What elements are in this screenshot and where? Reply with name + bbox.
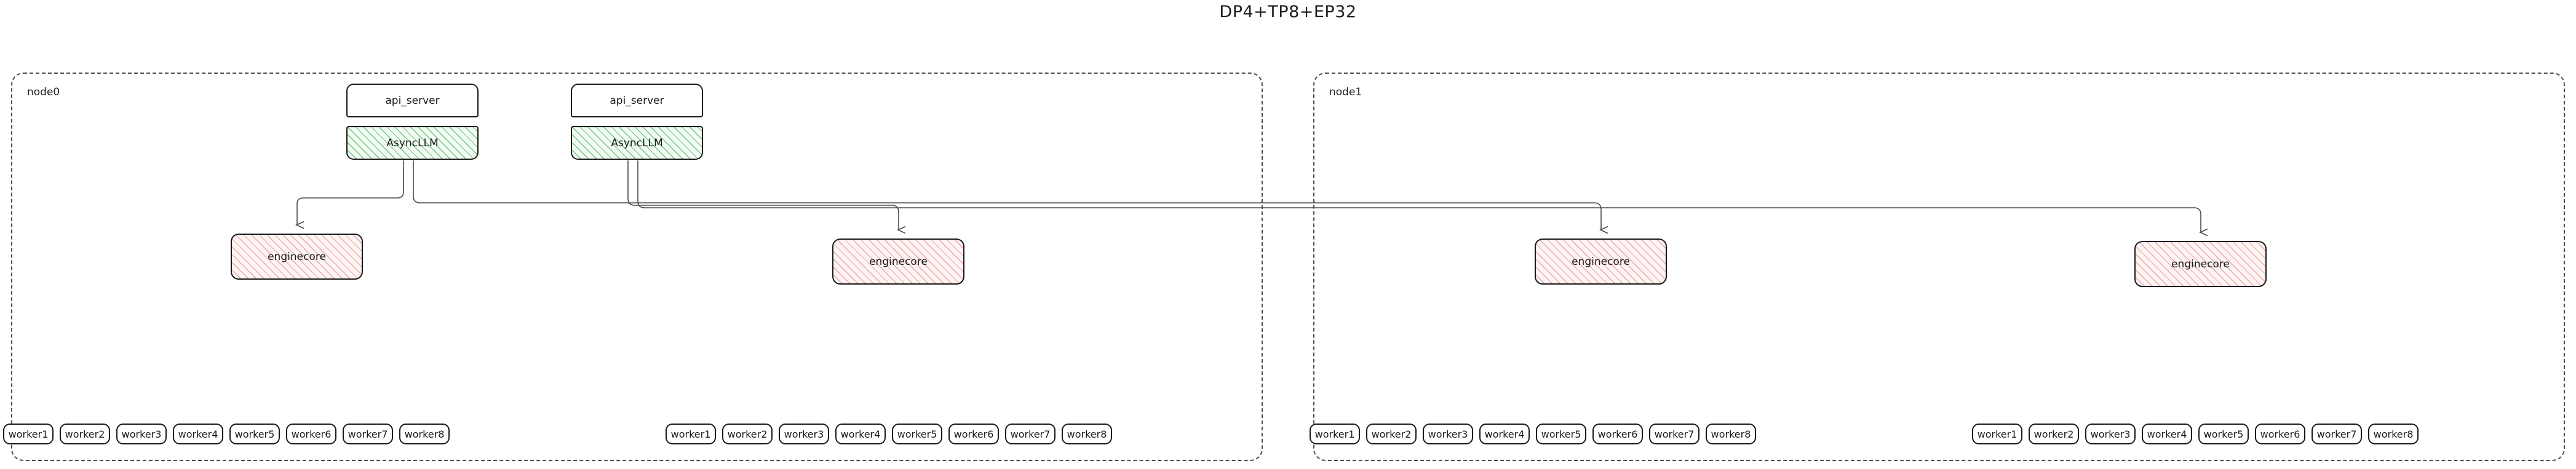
node-cluster-node1 [1313, 73, 2565, 461]
enginecore-box[interactable]: enginecore [2134, 241, 2267, 287]
worker-box[interactable]: worker2 [2029, 424, 2079, 444]
worker-box[interactable]: worker3 [1423, 424, 1473, 444]
worker-box[interactable]: worker1 [3, 424, 54, 444]
worker-box[interactable]: worker8 [399, 424, 450, 444]
asyncllm-box[interactable]: AsyncLLM [571, 126, 703, 160]
enginecore-box[interactable]: enginecore [832, 238, 964, 285]
worker-box[interactable]: worker1 [1310, 424, 1360, 444]
worker-box[interactable]: worker5 [1536, 424, 1586, 444]
asyncllm-box[interactable]: AsyncLLM [346, 126, 479, 160]
enginecore-box[interactable]: enginecore [1535, 238, 1667, 285]
worker-box[interactable]: worker3 [779, 424, 829, 444]
worker-box[interactable]: worker7 [1005, 424, 1055, 444]
worker-box[interactable]: worker4 [1479, 424, 1530, 444]
node-cluster-node0 [11, 73, 1263, 461]
worker-box[interactable]: worker4 [173, 424, 223, 444]
worker-box[interactable]: worker8 [1062, 424, 1112, 444]
worker-box[interactable]: worker2 [60, 424, 110, 444]
worker-box[interactable]: worker4 [835, 424, 886, 444]
node-label-node0: node0 [27, 86, 60, 98]
worker-box[interactable]: worker1 [1972, 424, 2022, 444]
api-server-box[interactable]: api_server [571, 84, 703, 117]
worker-box[interactable]: worker7 [343, 424, 393, 444]
api-server-box[interactable]: api_server [346, 84, 479, 117]
worker-box[interactable]: worker7 [1649, 424, 1699, 444]
worker-box[interactable]: worker2 [1366, 424, 1417, 444]
worker-box[interactable]: worker6 [948, 424, 999, 444]
worker-box[interactable]: worker3 [2085, 424, 2136, 444]
worker-box[interactable]: worker3 [116, 424, 167, 444]
worker-box[interactable]: worker1 [666, 424, 716, 444]
worker-box[interactable]: worker8 [2368, 424, 2419, 444]
worker-box[interactable]: worker6 [1592, 424, 1643, 444]
worker-box[interactable]: worker5 [2198, 424, 2249, 444]
worker-box[interactable]: worker2 [722, 424, 773, 444]
worker-box[interactable]: worker7 [2312, 424, 2362, 444]
page-title: DP4+TP8+EP32 [1219, 2, 1357, 22]
worker-box[interactable]: worker6 [2255, 424, 2305, 444]
node-label-node1: node1 [1329, 86, 1362, 98]
enginecore-box[interactable]: enginecore [231, 234, 363, 280]
worker-box[interactable]: worker5 [892, 424, 942, 444]
worker-box[interactable]: worker4 [2142, 424, 2192, 444]
worker-box[interactable]: worker5 [229, 424, 280, 444]
worker-box[interactable]: worker6 [286, 424, 336, 444]
worker-box[interactable]: worker8 [1706, 424, 1756, 444]
